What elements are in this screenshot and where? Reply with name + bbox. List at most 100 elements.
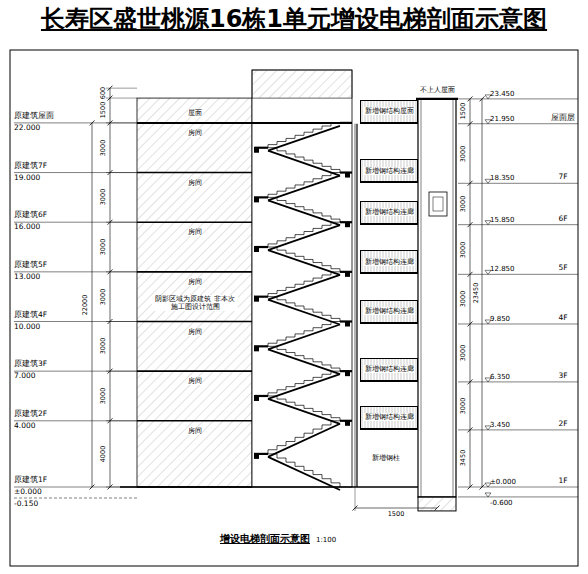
frame bbox=[10, 50, 578, 566]
landing-beam bbox=[254, 197, 259, 202]
dimension: 1500 bbox=[460, 103, 467, 120]
dimension: 3000 bbox=[100, 338, 107, 355]
level-value: 13.000 bbox=[14, 273, 40, 282]
stroke bbox=[120, 486, 418, 488]
floor-name: 4F bbox=[558, 314, 567, 323]
stroke bbox=[480, 485, 485, 490]
stroke bbox=[435, 506, 440, 511]
stroke bbox=[458, 429, 578, 430]
dimension: 4000 bbox=[100, 446, 107, 463]
stroke bbox=[268, 349, 340, 374]
stroke bbox=[480, 96, 485, 101]
level-value: 18.350 bbox=[490, 174, 515, 182]
stroke bbox=[106, 420, 137, 421]
stroke bbox=[437, 510, 438, 511]
column-label: 新增钢柱 bbox=[372, 454, 400, 462]
original-building bbox=[137, 98, 252, 487]
stroke bbox=[421, 99, 422, 497]
dimension: 1500 bbox=[388, 511, 405, 518]
level-value: 7.000 bbox=[14, 372, 35, 381]
floor-name: 原建筑1F bbox=[14, 476, 47, 485]
elevator-car bbox=[429, 192, 447, 216]
stroke bbox=[137, 370, 252, 372]
stroke bbox=[106, 222, 137, 223]
stroke bbox=[110, 88, 111, 487]
stroke bbox=[268, 300, 340, 325]
stroke bbox=[468, 222, 473, 227]
stroke bbox=[468, 427, 473, 432]
level-value: 9.850 bbox=[490, 315, 510, 323]
elevator-pit bbox=[418, 497, 456, 511]
corridor-box: 新增钢结构连廊 bbox=[360, 159, 418, 183]
elevator-car bbox=[433, 197, 443, 211]
landing-beam bbox=[345, 322, 350, 327]
box-label: 新增钢结构连廊 bbox=[364, 307, 415, 315]
level-value: 23.450 bbox=[490, 90, 515, 98]
stroke bbox=[355, 487, 356, 511]
stroke bbox=[268, 225, 340, 250]
stroke bbox=[137, 321, 252, 323]
landing-beam bbox=[345, 421, 350, 426]
stroke bbox=[468, 379, 473, 384]
stroke bbox=[340, 122, 352, 124]
level-value: ±0.000 bbox=[490, 478, 516, 486]
landing-beam bbox=[254, 454, 259, 459]
room-label: 屋面 bbox=[188, 109, 202, 117]
stroke bbox=[468, 96, 473, 101]
level-value: -0.600 bbox=[490, 499, 513, 507]
level-value: 10.000 bbox=[14, 323, 40, 332]
landing-beam bbox=[345, 371, 350, 376]
box-label: 新增钢结构连廊 bbox=[364, 258, 415, 266]
room-label: 房间 bbox=[188, 328, 202, 336]
elevator-shaft bbox=[418, 99, 456, 497]
level-value: 3.450 bbox=[490, 421, 510, 429]
level-value: 15.850 bbox=[490, 216, 515, 224]
landing-beam bbox=[254, 247, 259, 252]
corridor-box: 新增钢结构连廊 bbox=[360, 406, 418, 430]
landing-beam bbox=[345, 222, 350, 227]
corridor-box: 新增钢结构连廊 bbox=[360, 300, 418, 324]
stroke bbox=[468, 121, 473, 126]
stair-flight bbox=[268, 322, 340, 347]
note: 阴影区域为原建筑 非本次施工图设计范围 bbox=[152, 295, 238, 311]
dimension: 3000 bbox=[100, 139, 107, 156]
floor-name: 6F bbox=[558, 215, 567, 224]
stair-flight bbox=[268, 297, 340, 322]
room-label: 房间 bbox=[188, 228, 202, 236]
level-value: ±0.000 bbox=[14, 488, 42, 497]
landing-beam bbox=[254, 346, 259, 351]
stair-flight bbox=[268, 346, 340, 371]
stroke bbox=[137, 221, 252, 223]
drawing-title: 长寿区盛世桃源16栋1单元增设电梯剖面示意图 bbox=[41, 6, 547, 34]
stroke bbox=[137, 172, 252, 174]
floor-name: 原建筑4F bbox=[14, 311, 47, 320]
floor-name: 1F bbox=[558, 477, 567, 486]
stroke bbox=[458, 323, 578, 324]
floor-name: 2F bbox=[558, 420, 567, 429]
level-value: 12.850 bbox=[490, 265, 515, 273]
dimension: 22000 bbox=[82, 295, 89, 316]
floor-name: 原建筑5F bbox=[14, 261, 47, 270]
stair-flight bbox=[268, 247, 340, 272]
dimension: 1500 bbox=[100, 102, 107, 119]
stroke bbox=[458, 381, 578, 382]
stroke bbox=[268, 200, 340, 225]
level-mark bbox=[485, 493, 491, 497]
landing-beam bbox=[345, 272, 350, 277]
stroke bbox=[458, 496, 578, 497]
corridor-box: 新增钢结构连廊 bbox=[360, 250, 418, 274]
stroke bbox=[106, 98, 137, 99]
room-label: 房间 bbox=[188, 179, 202, 187]
stroke bbox=[90, 485, 95, 490]
dimension: 3000 bbox=[100, 388, 107, 405]
dimension: 3000 bbox=[100, 189, 107, 206]
floor-name: 原建筑屋面 bbox=[14, 112, 54, 121]
dimension: 3000 bbox=[460, 145, 467, 162]
stroke bbox=[106, 321, 137, 322]
stair-flight bbox=[268, 396, 340, 421]
stroke bbox=[268, 176, 340, 201]
stroke bbox=[458, 224, 578, 225]
stroke bbox=[268, 457, 340, 490]
dimension: 3000 bbox=[460, 291, 467, 308]
